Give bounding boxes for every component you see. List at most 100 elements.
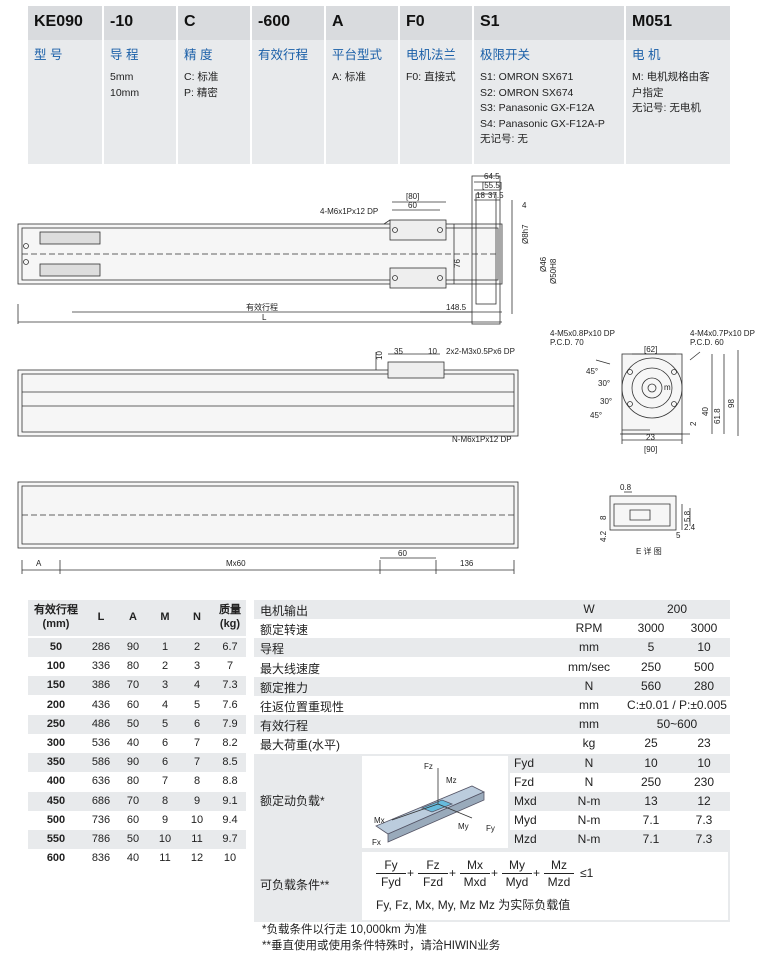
code-label: 电 机: [632, 48, 661, 62]
table-cell: 50: [126, 833, 140, 845]
spec-unit: mm: [579, 640, 599, 655]
code-options: A: 标准: [332, 71, 366, 83]
table-cell: 286: [91, 641, 111, 653]
table-cell: 7: [161, 775, 169, 788]
axis-label-fz: Fz: [424, 761, 433, 771]
load-unit: N: [584, 774, 594, 789]
table-cell: 10: [190, 813, 204, 826]
table-cell: 11: [159, 852, 171, 865]
code-options: 5mm 10mm: [110, 71, 140, 99]
spec-unit: W: [583, 602, 595, 616]
dim-A: A: [36, 559, 42, 568]
table-cell: 7: [193, 756, 201, 769]
dim-98: 98: [727, 399, 736, 408]
load-value-2: 10: [697, 755, 711, 770]
table-cell: 836: [91, 852, 111, 865]
table-cell: 6: [161, 756, 169, 769]
flange-note-right: 4-M4x0.7Px10 DP: [690, 329, 755, 338]
spec-name: 额定转速: [260, 623, 309, 638]
load-label: 额定动负载*: [260, 793, 325, 808]
spec-value-2: 10: [697, 640, 711, 655]
code-label: 型 号: [34, 48, 63, 62]
hole-note: 4-M6x1Px12 DP: [320, 207, 378, 216]
table-cell: 2: [193, 641, 201, 653]
spec-value-2: 280: [693, 678, 715, 693]
formula-le: ≤1: [580, 865, 594, 880]
condition-label: 可负载条件**: [260, 877, 330, 892]
dim-4: 4: [522, 201, 527, 210]
header-cell: M: [160, 611, 170, 623]
fraction-den: Myd: [505, 874, 529, 889]
spec-value-2: 500: [693, 659, 715, 674]
fraction-den: Fyd: [380, 874, 401, 889]
top-view: [17, 175, 513, 325]
flange-pcd-right: P.C.D. 60: [690, 338, 724, 347]
dim-10b: 10: [428, 347, 437, 356]
dim-37-5: 37.5: [488, 191, 504, 200]
table-cell: 350: [46, 756, 66, 769]
spec-value: C:±0.01 / P:±0.005: [627, 698, 727, 712]
code-label: 精 度: [184, 48, 213, 62]
axis-label-fx: Fx: [372, 837, 381, 847]
dim-76: 76: [453, 259, 462, 268]
load-value-1: 250: [640, 774, 662, 789]
dim-50h8: Ø50H8: [549, 258, 558, 284]
code-col-platform: A 平台型式 A: 标准: [326, 6, 398, 164]
table-cell: 3: [161, 679, 169, 692]
footnote-1: *负载条件以行走 10,000km 为准: [262, 924, 427, 936]
table-cell: 8: [161, 794, 169, 807]
table-cell: 786: [91, 833, 111, 845]
code-col-flange: F0 电机法兰 F0: 直接式: [400, 6, 472, 164]
spec-name: 导程: [260, 642, 285, 657]
table-cell: 50: [126, 717, 140, 730]
load-value-2: 7.3: [695, 813, 713, 828]
hole-note-bottom: N-M6x1Px12 DP: [452, 435, 512, 444]
code-options: C: 标准 P: 精密: [184, 71, 219, 99]
spec-unit: mm: [579, 717, 599, 732]
load-value-2: 12: [697, 793, 711, 808]
detail-e-labels: 0.8 8 5.8 2.4 4.2 5 E 详 图: [599, 483, 696, 556]
plus-sign: +: [449, 865, 457, 880]
table-cell: 10: [223, 852, 237, 865]
load-unit: N-m: [577, 832, 601, 847]
code-col-accuracy: C 精 度 C: 标准 P: 精密: [178, 6, 250, 164]
code-value: S1: [480, 13, 500, 30]
plus-sign: +: [407, 865, 415, 880]
table-cell: 9: [161, 813, 169, 826]
dim-23: 23: [646, 433, 655, 442]
detail-e-title: E 详 图: [636, 546, 662, 556]
fraction-den: Mzd: [547, 874, 571, 889]
formula-note: Fy, Fz, Mx, My, Mz Mz 为实际负载值: [376, 897, 571, 912]
table-cell: 8.8: [222, 775, 238, 788]
load-unit: N-m: [577, 793, 601, 808]
dim-40: 40: [701, 407, 710, 416]
table-cell: 4: [193, 679, 201, 692]
drawing-svg: 4-M6x1Px12 DP [80] 60 64.5 [55.5] 18 37.…: [17, 172, 755, 574]
table-cell: 11: [191, 833, 203, 845]
table-cell: 436: [91, 698, 111, 711]
table-cell: 6: [161, 737, 169, 749]
code-options: M: 电机规格由客 户指定 无记号: 无电机: [632, 71, 710, 114]
flange-view: [595, 350, 739, 444]
dim-8: 8: [599, 515, 608, 520]
table-cell: 300: [46, 737, 66, 749]
spec-name: 最大荷重(水平): [260, 738, 340, 753]
code-label: 极限开关: [480, 48, 531, 62]
dim-4-2: 4.2: [599, 530, 608, 542]
table-cell: 200: [46, 698, 66, 711]
spec-value: 200: [666, 602, 688, 616]
table-cell: 9.4: [222, 813, 238, 826]
code-value: KE090: [34, 13, 83, 30]
dim-60-bottom: 60: [398, 549, 407, 558]
table-cell: 70: [126, 794, 140, 807]
